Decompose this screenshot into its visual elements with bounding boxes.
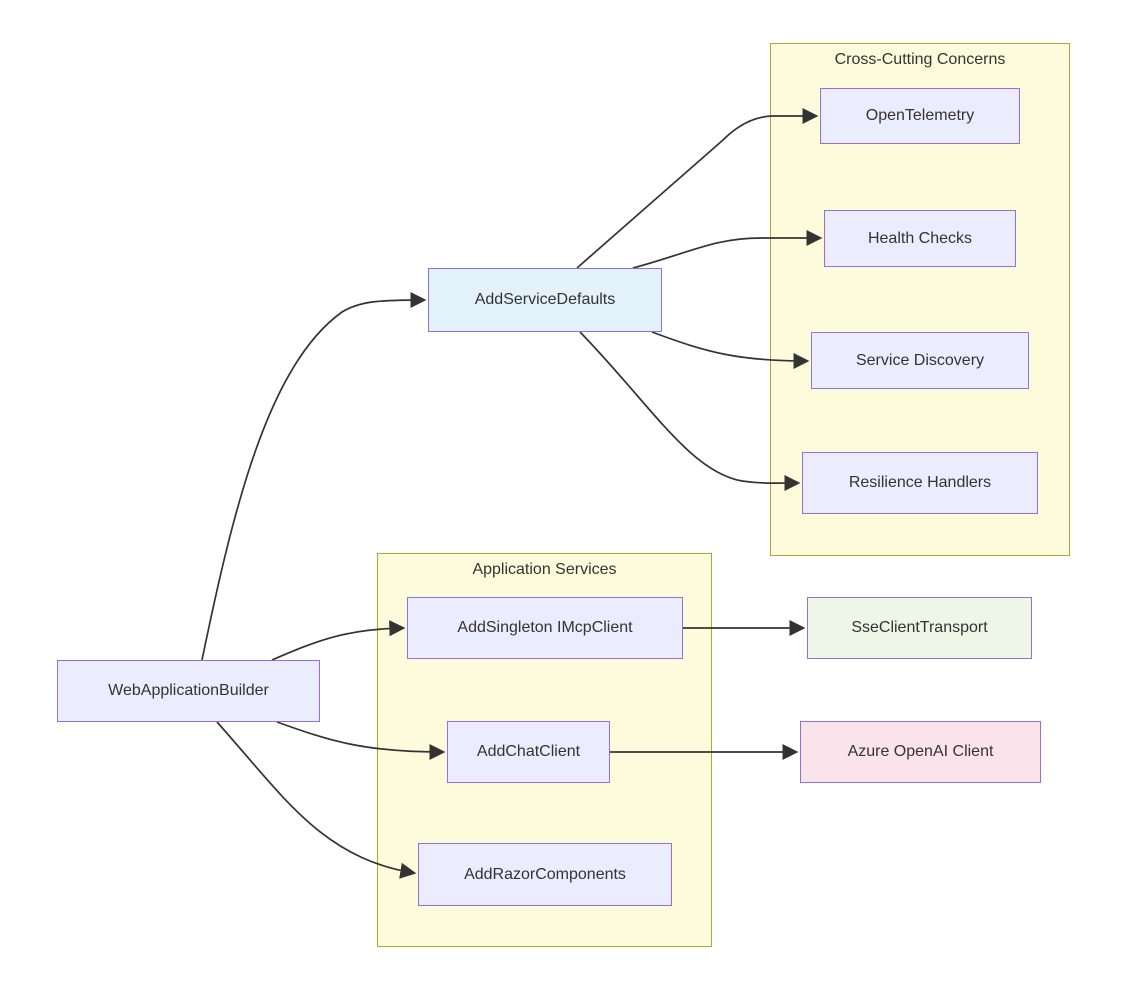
edge-asd-to-resiliencehandlers	[579, 331, 801, 492]
cluster-title-application-services: Application Services	[472, 561, 617, 578]
node-add-chat-client: AddChatClient	[447, 721, 610, 783]
node-label: AddChatClient	[476, 743, 581, 761]
node-label: AddSingleton IMcpClient	[457, 619, 633, 637]
node-service-discovery: Service Discovery	[811, 332, 1029, 389]
node-sse-client-transport: SseClientTransport	[807, 597, 1032, 659]
node-add-service-defaults: AddServiceDefaults	[428, 268, 662, 332]
node-web-application-builder: WebApplicationBuilder	[57, 660, 320, 722]
cluster-title-cross-cutting-concerns: Cross-Cutting Concerns	[834, 51, 1006, 68]
node-label: WebApplicationBuilder	[108, 682, 269, 700]
node-label: Azure OpenAI Client	[847, 743, 994, 761]
node-label: OpenTelemetry	[865, 107, 975, 125]
node-label: Resilience Handlers	[848, 474, 992, 492]
node-add-singleton-imcpclient: AddSingleton IMcpClient	[407, 597, 683, 659]
node-azure-openai-client: Azure OpenAI Client	[800, 721, 1041, 783]
node-resilience-handlers: Resilience Handlers	[802, 452, 1038, 514]
node-health-checks: Health Checks	[824, 210, 1016, 267]
node-label: Health Checks	[867, 229, 973, 247]
node-open-telemetry: OpenTelemetry	[820, 88, 1020, 144]
node-label: Service Discovery	[855, 351, 985, 369]
node-label: AddServiceDefaults	[474, 291, 616, 309]
node-add-razor-components: AddRazorComponents	[418, 843, 672, 906]
node-label: AddRazorComponents	[464, 865, 626, 883]
node-label: SseClientTransport	[851, 619, 988, 637]
